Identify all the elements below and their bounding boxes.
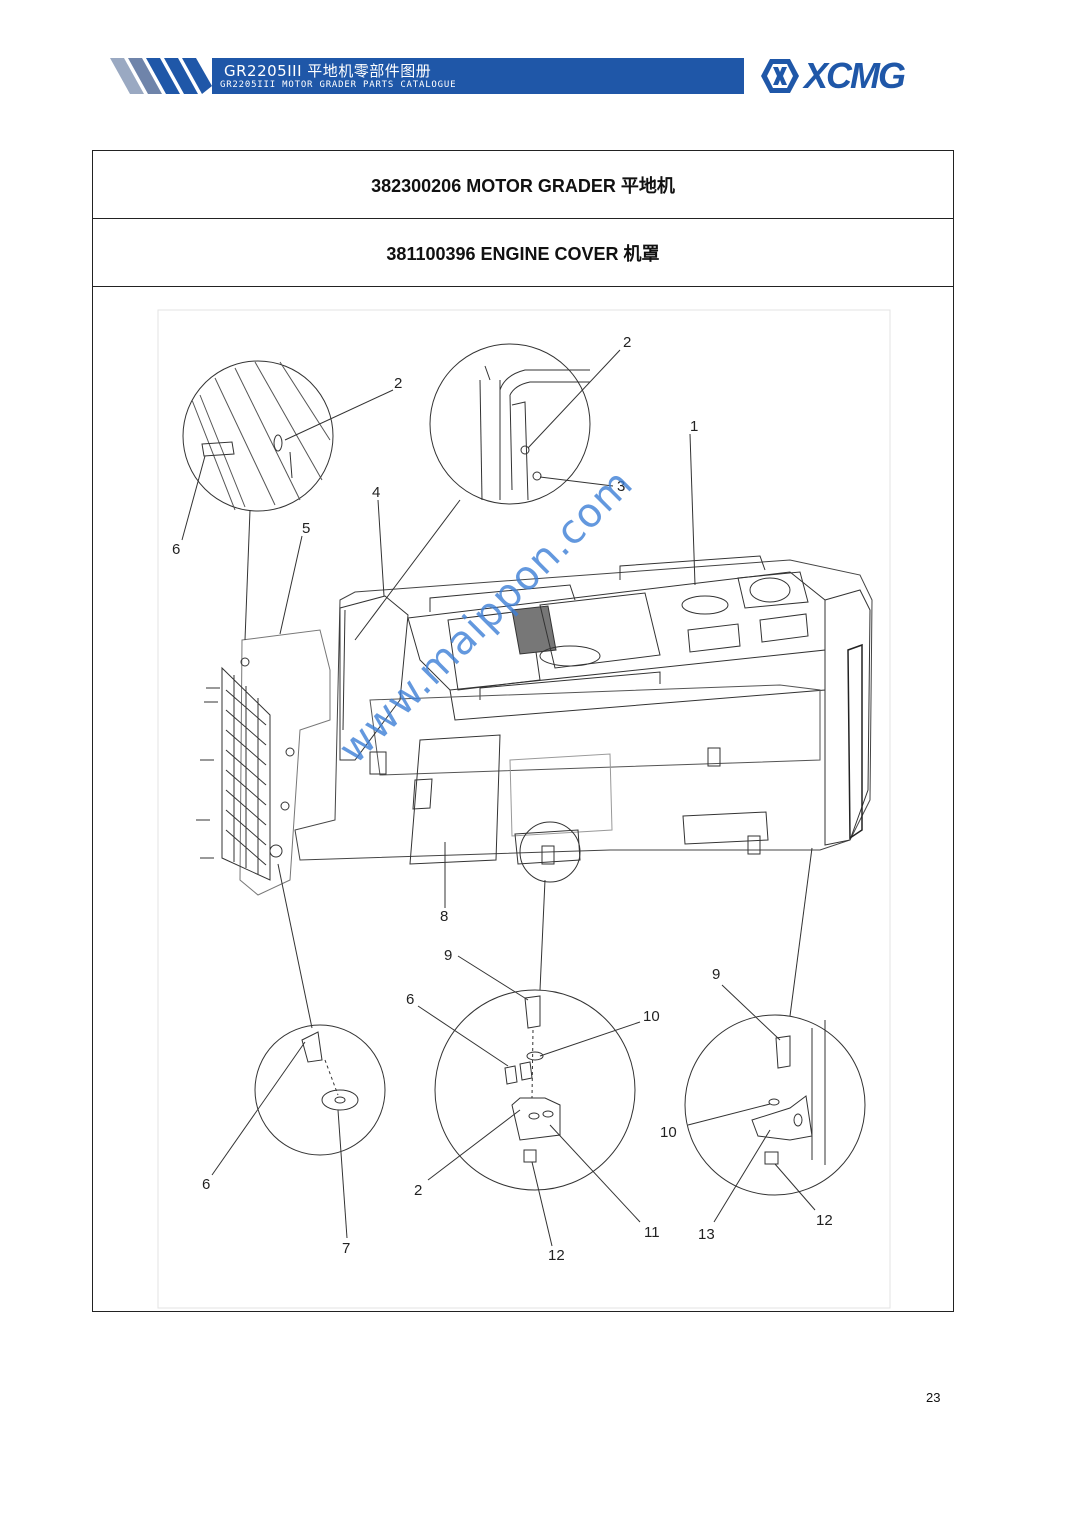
callout-1: 1	[690, 418, 698, 435]
callout-2-bottom-center: 2	[414, 1182, 422, 1199]
header-title-cn: GR2205III 平地机零部件图册	[224, 62, 432, 80]
header-title-en: GR2205III MOTOR GRADER PARTS CATALOGUE	[220, 80, 457, 90]
header-banner: GR2205III 平地机零部件图册 GR2205III MOTOR GRADE…	[212, 58, 744, 94]
assembly-title-row: 381100396 ENGINE COVER 机罩	[93, 219, 953, 287]
header-stripes-logo	[110, 58, 212, 94]
callout-2-top-center: 2	[623, 334, 631, 351]
machine-title-row: 382300206 MOTOR GRADER 平地机	[93, 151, 953, 219]
callout-8: 8	[440, 908, 448, 925]
callout-7: 7	[342, 1240, 350, 1257]
callout-9-right: 9	[712, 966, 720, 983]
xcmg-logo-text: XCMG	[804, 55, 906, 96]
callout-9-center: 9	[444, 947, 452, 964]
callout-6-bottom-left: 6	[202, 1176, 210, 1193]
callout-6-center: 6	[406, 991, 414, 1008]
callout-6-top-left: 6	[172, 541, 180, 558]
callout-2-top-left: 2	[394, 375, 402, 392]
callout-4: 4	[372, 484, 380, 501]
callout-12-center: 12	[548, 1247, 565, 1264]
page-number: 23	[926, 1390, 941, 1405]
callout-11: 11	[644, 1224, 660, 1241]
callout-12-right: 12	[816, 1212, 833, 1229]
xcmg-emblem-icon	[761, 59, 799, 93]
callout-3: 3	[617, 478, 625, 495]
callout-10-center: 10	[643, 1008, 660, 1025]
xcmg-logo: XCMG	[760, 56, 940, 96]
callout-5: 5	[302, 520, 310, 537]
callout-13: 13	[698, 1226, 715, 1243]
parts-table-frame: 382300206 MOTOR GRADER 平地机 381100396 ENG…	[92, 150, 954, 1312]
assembly-title: 381100396 ENGINE COVER 机罩	[386, 243, 660, 264]
callout-10-right: 10	[660, 1124, 677, 1141]
machine-title: 382300206 MOTOR GRADER 平地机	[371, 175, 675, 196]
